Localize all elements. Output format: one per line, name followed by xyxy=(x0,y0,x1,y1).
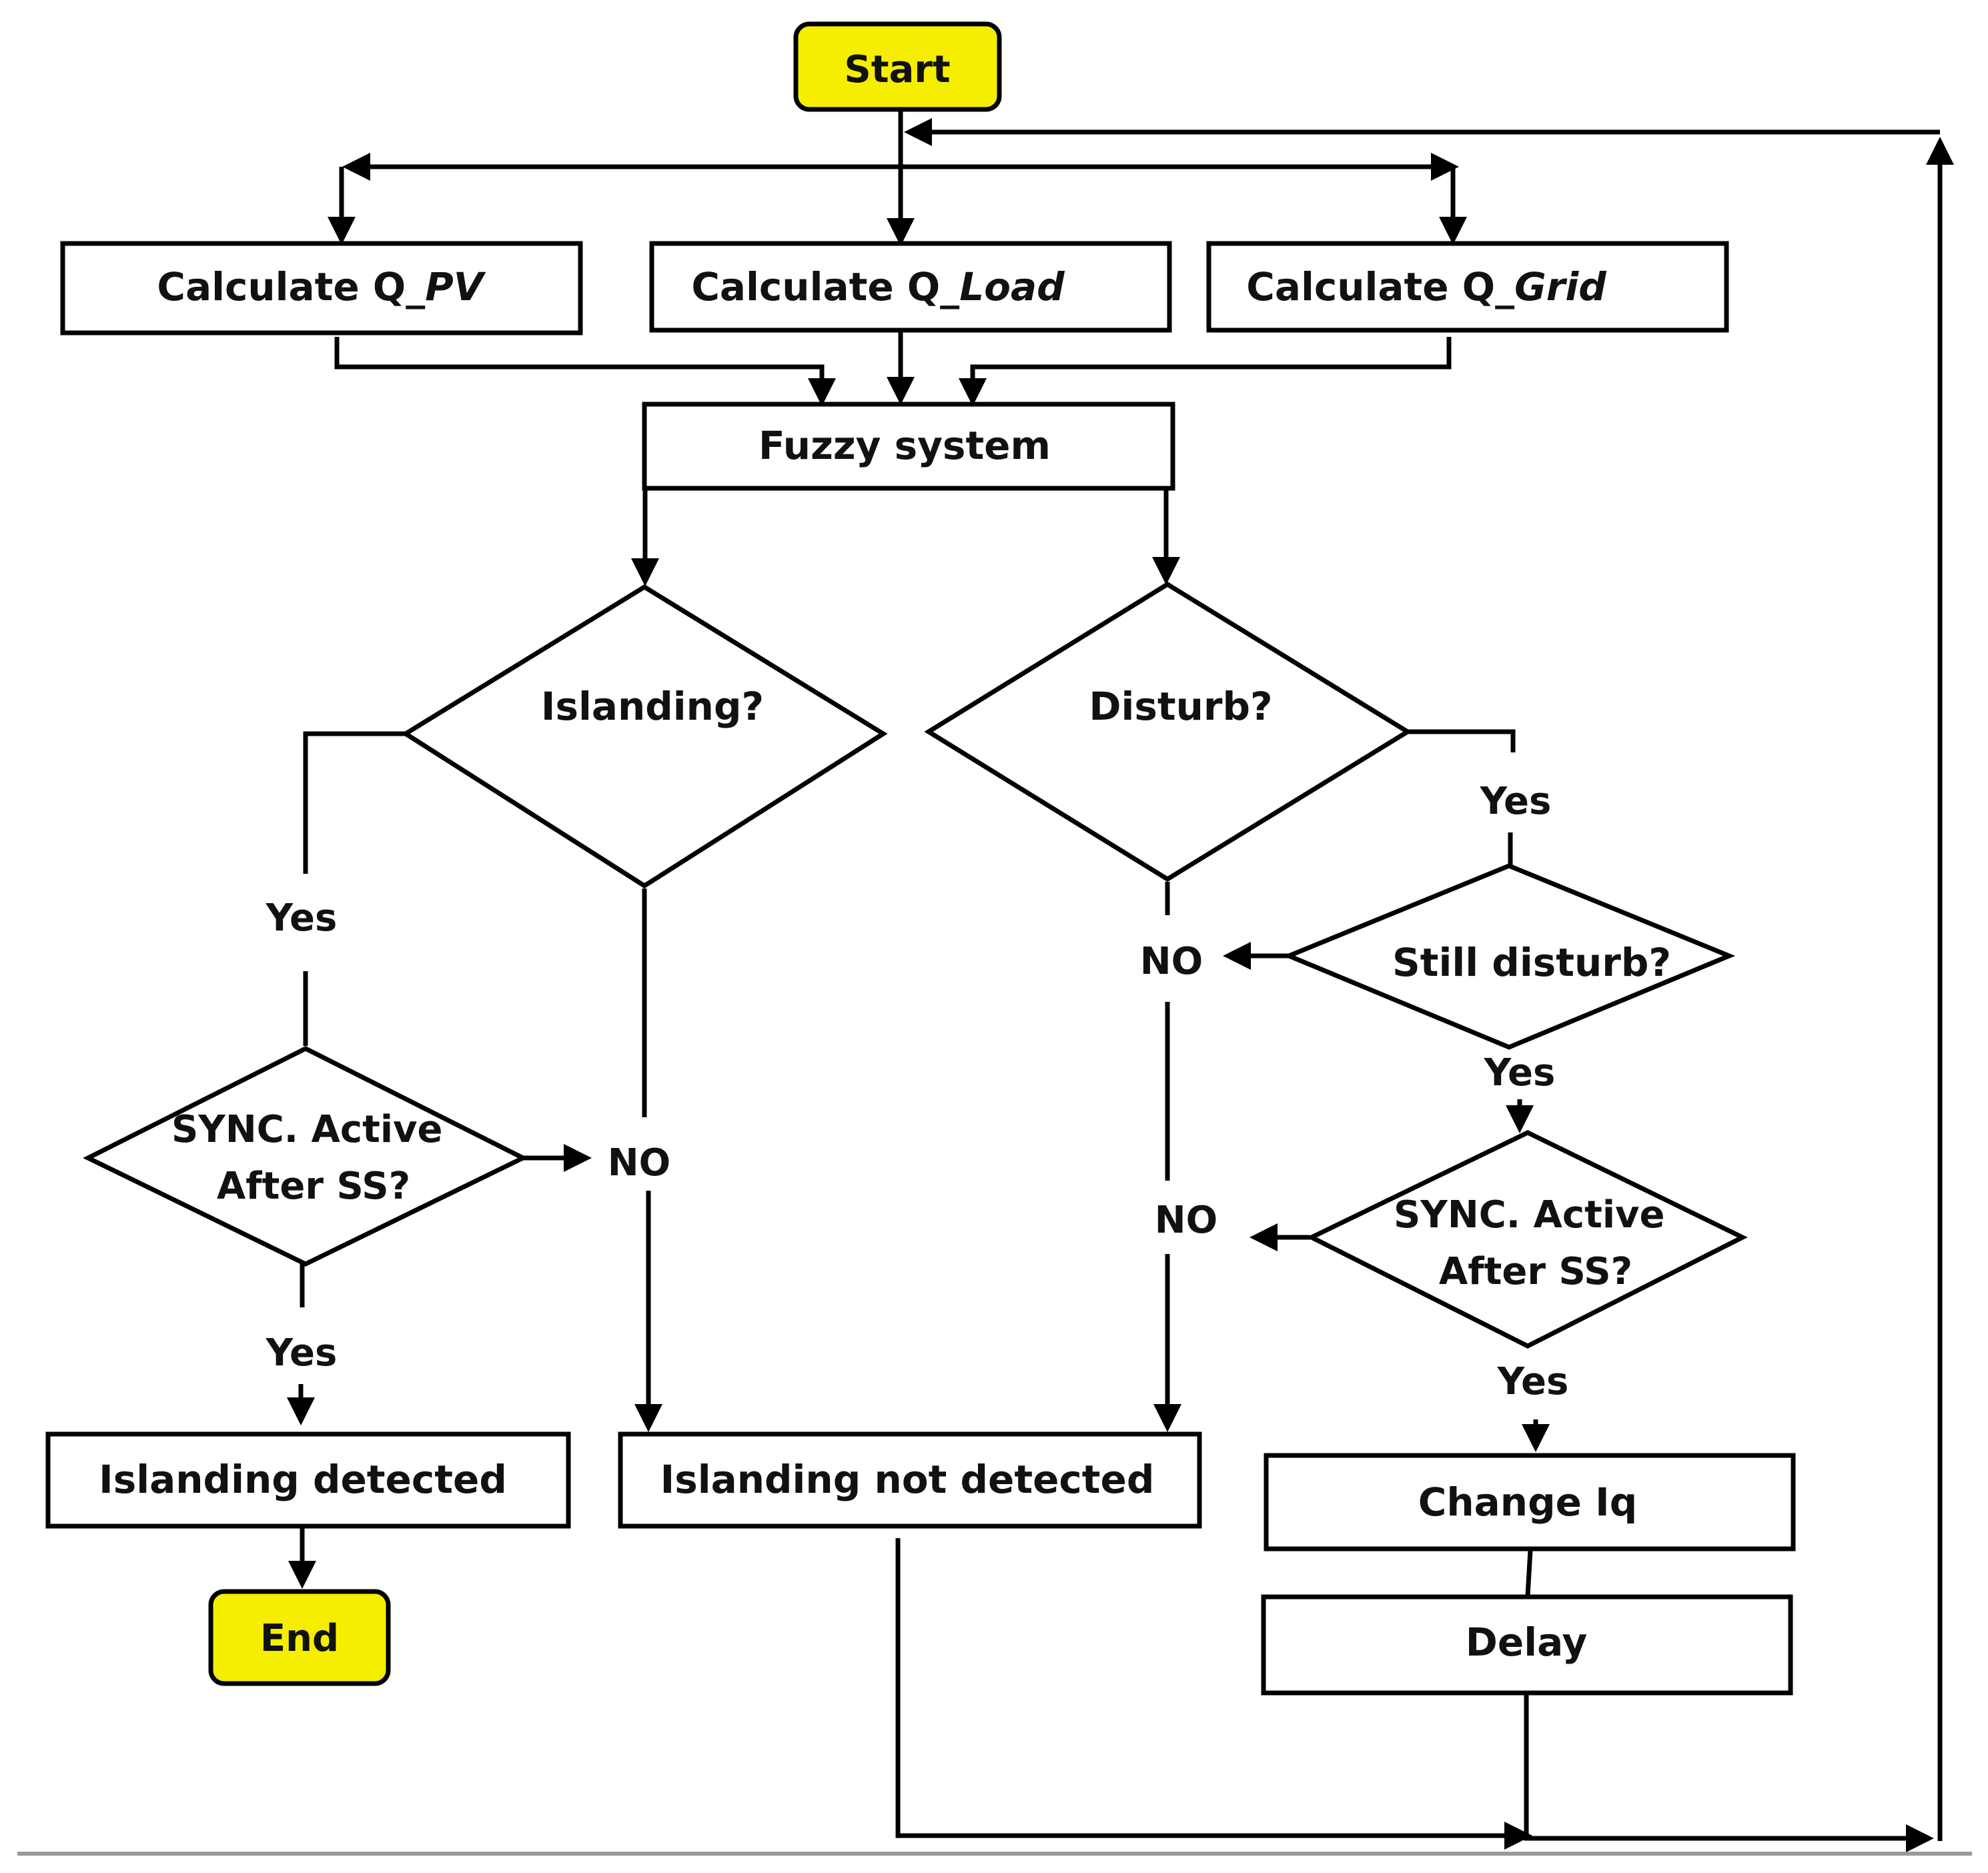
edge-delay-loop xyxy=(1524,1694,1934,1852)
still-disturb-decision: Still disturb? xyxy=(1282,863,1736,1050)
edge-labels: Yes NO Yes Yes NO Yes NO Yes xyxy=(266,780,1569,1403)
still-disturb-yes-label: Yes xyxy=(1484,1051,1556,1095)
islanding-yes-label: Yes xyxy=(266,896,338,940)
islanding-not-detected-label: Islanding not detected xyxy=(660,1457,1155,1502)
end-label: End xyxy=(260,1617,339,1660)
end-terminal: End xyxy=(208,1589,391,1686)
islanding-not-detected-box: Islanding not detected xyxy=(618,1431,1202,1529)
islanding-detected-label: Islanding detected xyxy=(99,1457,507,1502)
edge-pv-to-fuzzy xyxy=(334,337,836,406)
start-label: Start xyxy=(844,48,950,91)
calc-q-load-label: Calculate Q_Load xyxy=(691,264,1065,309)
edge-grid-to-fuzzy xyxy=(959,337,1452,406)
bottom-divider xyxy=(17,1852,1972,1856)
edge-not-detected-loop xyxy=(895,1538,1532,1850)
sync-right-no-label: NO xyxy=(1155,1199,1217,1242)
calc-q-pv-box: Calculate Q_PV xyxy=(60,241,583,336)
calc-q-grid-label: Calculate Q_Grid xyxy=(1246,264,1606,309)
edge-change-iq-to-delay xyxy=(1525,1549,1533,1596)
change-iq-box: Change Iq xyxy=(1264,1453,1796,1551)
edge-disturb-yes-a xyxy=(1406,729,1516,752)
change-iq-label: Change Iq xyxy=(1418,1479,1637,1525)
disturb-no-label: NO xyxy=(1140,940,1203,983)
disturb-decision: Disturb? xyxy=(924,581,1412,882)
delay-label: Delay xyxy=(1466,1620,1588,1665)
calc-q-pv-label: Calculate Q_PV xyxy=(157,264,486,309)
disturb-yes-label: Yes xyxy=(1480,780,1552,823)
edge-islanding-yes-a xyxy=(303,731,405,874)
islanding-decision: Islanding? xyxy=(401,584,888,889)
fuzzy-system-label: Fuzzy system xyxy=(759,423,1051,468)
still-disturb-decision-label: Still disturb? xyxy=(1392,940,1671,985)
calc-q-load-box: Calculate Q_Load xyxy=(649,241,1172,333)
sync-left-yes-label: Yes xyxy=(266,1331,338,1375)
islanding-detected-box: Islanding detected xyxy=(45,1431,571,1529)
sync-active-left-label: SYNC. Active After SS? xyxy=(171,1108,456,1208)
fuzzy-system-box: Fuzzy system xyxy=(642,402,1175,491)
sync-right-yes-label: Yes xyxy=(1497,1360,1569,1403)
start-terminal: Start xyxy=(793,21,1002,112)
sync-active-left-decision: SYNC. Active After SS? xyxy=(83,1046,528,1267)
islanding-decision-label: Islanding? xyxy=(541,684,764,729)
sync-active-right-decision: SYNC. Active After SS? xyxy=(1306,1130,1748,1349)
calc-q-grid-box: Calculate Q_Grid xyxy=(1206,241,1729,333)
connectors xyxy=(287,110,1954,1852)
sync-left-no-label: NO xyxy=(608,1141,670,1185)
sync-active-right-label: SYNC. Active After SS? xyxy=(1394,1193,1678,1293)
disturb-decision-label: Disturb? xyxy=(1089,684,1272,729)
delay-box: Delay xyxy=(1261,1594,1793,1696)
